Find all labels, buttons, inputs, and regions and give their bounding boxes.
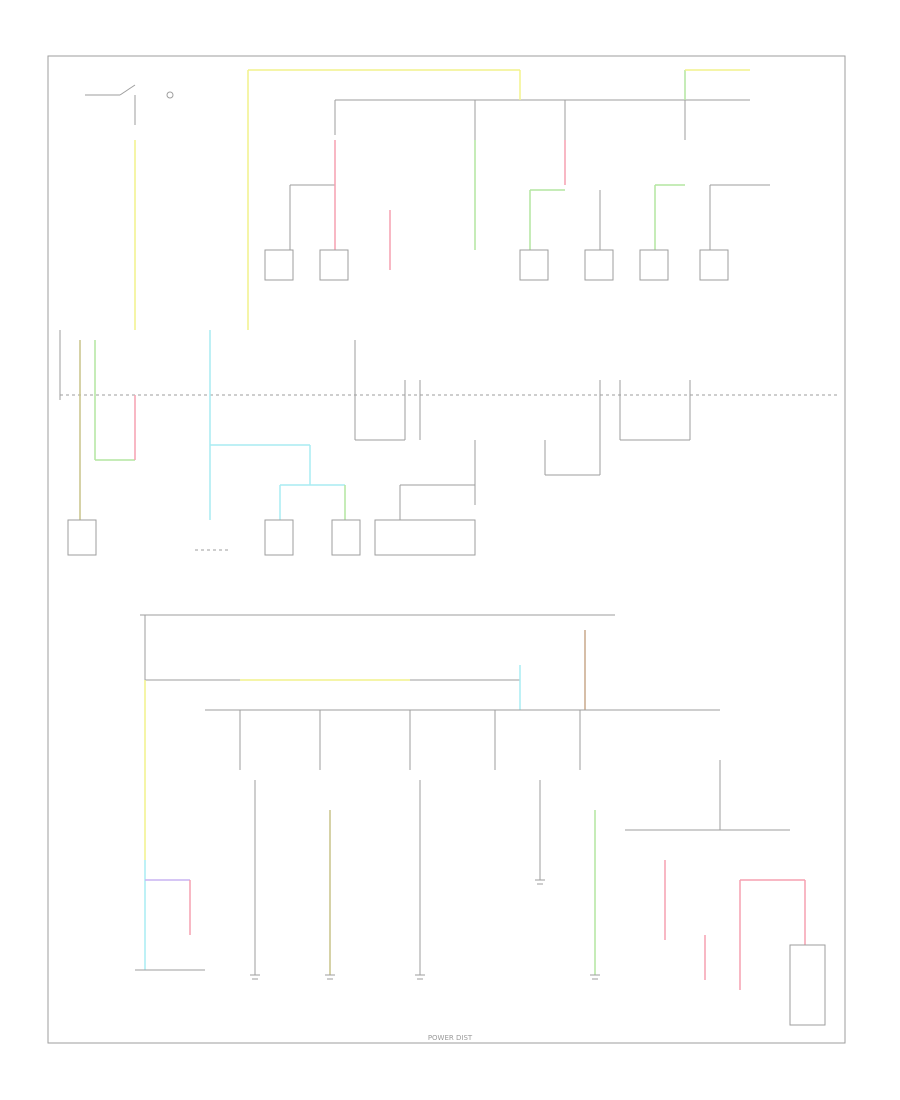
- ground-symbol-3: [415, 974, 425, 980]
- component-box-1: [264, 249, 294, 281]
- component-box-9: [331, 519, 361, 556]
- component-box-10: [374, 519, 476, 556]
- component-box-11: [789, 944, 826, 1026]
- component-box-3: [519, 249, 549, 281]
- ign-switch-contact: [166, 91, 174, 99]
- ign-switch-blade: [119, 84, 136, 96]
- component-box-4: [584, 249, 614, 281]
- footer-label: POWER DIST: [428, 1034, 473, 1042]
- component-box-5: [639, 249, 669, 281]
- diagram-border: [47, 55, 846, 1044]
- ground-symbol-5: [535, 879, 545, 885]
- component-box-8: [264, 519, 294, 556]
- component-box-6: [699, 249, 729, 281]
- component-box-2: [319, 249, 349, 281]
- ground-symbol-4: [590, 974, 600, 980]
- ground-symbol-2: [325, 974, 335, 980]
- ground-symbol-1: [250, 974, 260, 980]
- component-box-7: [67, 519, 97, 556]
